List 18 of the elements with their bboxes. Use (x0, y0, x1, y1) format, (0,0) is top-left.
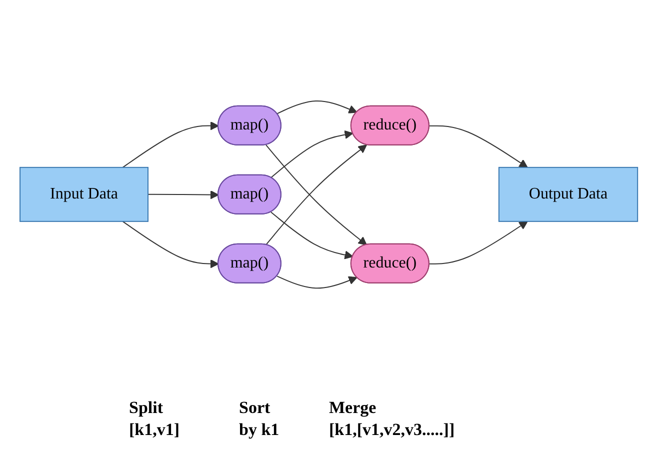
arrow (276, 276, 358, 290)
arrow (270, 212, 354, 260)
arrow (122, 122, 220, 168)
arrow (148, 190, 220, 200)
column-label: by k1 (239, 420, 280, 440)
column-label: [k1,[v1,v2,v3.....]] (329, 420, 455, 440)
arrow (276, 100, 358, 115)
arrow (122, 221, 220, 269)
column-label: Merge (329, 398, 376, 418)
column-label: Sort (239, 398, 270, 418)
column-label: [k1,v1] (129, 420, 180, 440)
arrow (266, 144, 368, 246)
arrow (429, 126, 528, 168)
arrow (429, 221, 528, 265)
arrow (270, 130, 354, 179)
column-label: Split (129, 398, 164, 418)
node-box: Output Data (498, 167, 638, 222)
node-box: Input Data (20, 167, 149, 222)
